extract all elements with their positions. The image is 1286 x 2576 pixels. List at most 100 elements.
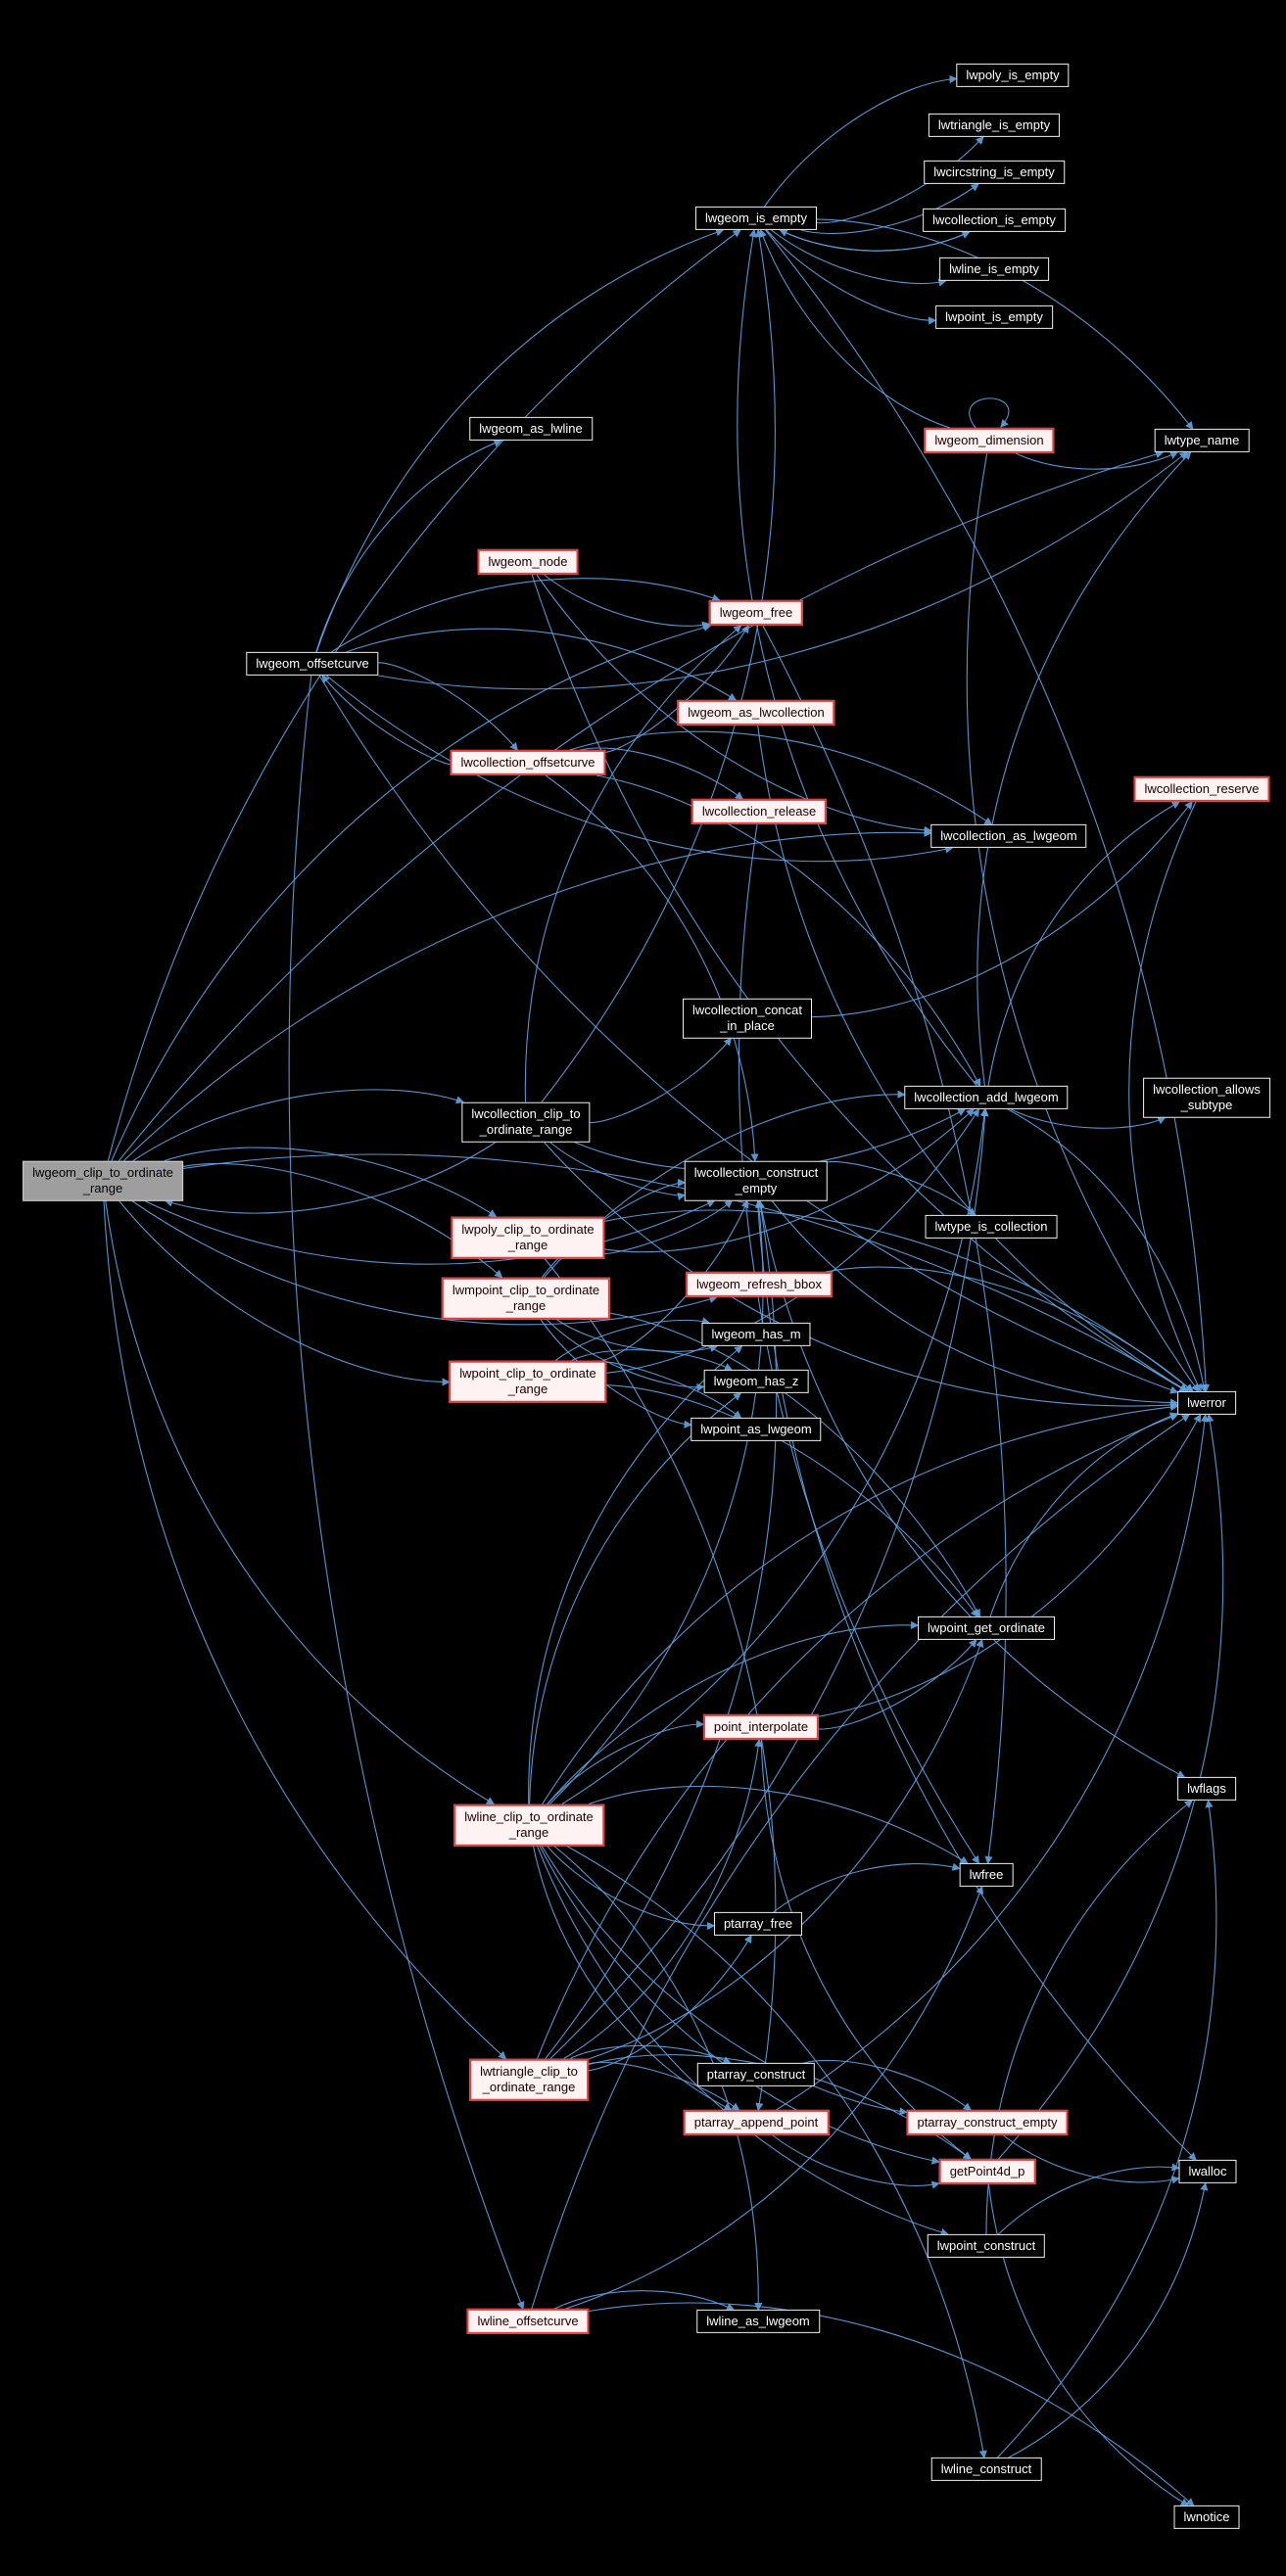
node-ptarray-append-point[interactable]: ptarray_append_point	[683, 2109, 830, 2136]
edge	[531, 574, 1188, 1392]
node-lwgeom-offsetcurve[interactable]: lwgeom_offsetcurve	[246, 651, 379, 677]
edge	[772, 2134, 940, 2189]
edge	[602, 1199, 749, 1362]
node-lwgeom-clip-to-ordinate-range[interactable]: lwgeom_clip_to_ordinate _range	[23, 1160, 183, 1201]
edge	[123, 828, 932, 1161]
edge	[315, 439, 502, 653]
node-lwtype-is-collection[interactable]: lwtype_is_collection	[925, 1214, 1058, 1240]
node-ptarray-construct[interactable]: ptarray_construct	[696, 2062, 816, 2087]
node-lwerror[interactable]: lwerror	[1177, 1390, 1236, 1416]
node-point-interpolate[interactable]: point_interpolate	[702, 1713, 820, 1741]
node-lwcollection-as-lwgeom[interactable]: lwcollection_as_lwgeom	[930, 823, 1087, 849]
edge	[976, 451, 1192, 1087]
node-lwpoint-get-ordinate[interactable]: lwpoint_get_ordinate	[918, 1616, 1055, 1641]
node-lwgeom-has-z[interactable]: lwgeom_has_z	[703, 1369, 809, 1394]
edge	[119, 450, 1165, 1161]
node-lwgeom-refresh-bbox[interactable]: lwgeom_refresh_bbox	[686, 1271, 833, 1298]
node-lwline-is-empty[interactable]: lwline_is_empty	[939, 257, 1049, 282]
edge	[542, 1402, 1179, 1804]
node-lwcollection-is-empty[interactable]: lwcollection_is_empty	[923, 208, 1066, 233]
node-lwline-offsetcurve[interactable]: lwline_offsetcurve	[466, 2308, 590, 2335]
edge	[773, 1862, 961, 1913]
node-lwcollection-reserve[interactable]: lwcollection_reserve	[1133, 775, 1270, 803]
edge	[589, 2302, 1195, 2506]
node-lwpoly-clip-to-ordinate-range[interactable]: lwpoly_clip_to_ordinate _range	[451, 1216, 605, 1259]
node-lwcollection-offsetcurve[interactable]: lwcollection_offsetcurve	[450, 749, 606, 776]
node-lwgeom-has-m[interactable]: lwgeom_has_m	[701, 1322, 811, 1347]
edge	[571, 1349, 734, 1371]
edge	[764, 74, 958, 208]
node-lwalloc[interactable]: lwalloc	[1178, 2159, 1237, 2184]
node-lwline-as-lwgeom[interactable]: lwline_as_lwgeom	[696, 2309, 820, 2334]
edge	[966, 452, 1200, 1393]
node-lwfree[interactable]: lwfree	[959, 1862, 1014, 1888]
edge	[537, 1846, 949, 2236]
node-lwgeom-as-lwline[interactable]: lwgeom_as_lwline	[469, 416, 593, 442]
edge	[563, 1738, 763, 2059]
node-lwcollection-concat-in-place[interactable]: lwcollection_concat _in_place	[682, 998, 813, 1039]
node-lwcollection-clip-to-ordinate-range[interactable]: lwcollection_clip_to _ordinate_range	[461, 1101, 591, 1143]
edge	[346, 628, 738, 701]
edge	[543, 1142, 1179, 1410]
edge	[811, 801, 1193, 1018]
node-lwgeom-dimension[interactable]: lwgeom_dimension	[924, 427, 1055, 454]
node-lwpoint-as-lwgeom[interactable]: lwpoint_as_lwgeom	[691, 1417, 822, 1442]
node-lwpoint-is-empty[interactable]: lwpoint_is_empty	[935, 304, 1053, 330]
edge	[553, 1846, 763, 2312]
node-lwtype-name[interactable]: lwtype_name	[1154, 428, 1250, 453]
edge	[766, 229, 937, 325]
node-lwcollection-allows-subtype[interactable]: lwcollection_allows _subtype	[1143, 1077, 1270, 1118]
edge	[547, 1719, 705, 1804]
node-lwtriangle-is-empty[interactable]: lwtriangle_is_empty	[928, 113, 1061, 138]
node-lwpoly-is-empty[interactable]: lwpoly_is_empty	[956, 63, 1070, 88]
edge	[588, 1934, 752, 2072]
edge	[997, 2163, 1180, 2235]
edge	[759, 228, 951, 429]
node-lwnotice[interactable]: lwnotice	[1173, 2505, 1240, 2530]
edge	[315, 228, 725, 653]
node-ptarray-free[interactable]: ptarray_free	[713, 1911, 803, 1937]
node-lwgeom-free[interactable]: lwgeom_free	[708, 599, 804, 627]
node-lwtriangle-clip-to-ordinate-range[interactable]: lwtriangle_clip_to _ordinate_range	[469, 2058, 589, 2101]
node-lwpoint-clip-to-ordinate-range[interactable]: lwpoint_clip_to_ordinate _range	[449, 1360, 607, 1403]
edge	[969, 398, 1010, 429]
edge	[605, 624, 749, 753]
edge	[288, 675, 525, 2311]
node-lwgeom-as-lwcollection[interactable]: lwgeom_as_lwcollection	[677, 699, 835, 726]
edge	[825, 1266, 1194, 1392]
edge	[606, 1384, 979, 1617]
edge	[997, 1799, 1217, 2459]
edge	[321, 675, 451, 765]
edge	[131, 1200, 718, 1326]
edge	[541, 1178, 687, 1278]
node-lwcollection-construct-empty[interactable]: lwcollection_construct _empty	[684, 1160, 829, 1201]
node-lwcollection-release[interactable]: lwcollection_release	[691, 798, 828, 825]
node-lwgeom-node[interactable]: lwgeom_node	[477, 548, 579, 576]
node-lwcircstring-is-empty[interactable]: lwcircstring_is_empty	[924, 160, 1065, 185]
edge	[771, 229, 947, 287]
edge	[536, 574, 932, 835]
edge	[378, 451, 1188, 690]
node-lwpoint-construct[interactable]: lwpoint_construct	[927, 2233, 1046, 2259]
edge	[1008, 2181, 1209, 2459]
edge	[604, 1209, 1194, 1392]
edge	[759, 1200, 1186, 1778]
node-lwline-construct[interactable]: lwline_construct	[930, 2457, 1042, 2482]
node-lwline-clip-to-ordinate-range[interactable]: lwline_clip_to_ordinate _range	[453, 1803, 604, 1847]
edge	[330, 578, 721, 653]
edge	[588, 1638, 984, 2060]
node-lwmpoint-clip-to-ordinate-range[interactable]: lwmpoint_clip_to_ordinate _range	[441, 1277, 611, 1320]
node-lwcollection-add-lwgeom[interactable]: lwcollection_add_lwgeom	[904, 1085, 1069, 1110]
edge	[549, 1142, 687, 1201]
edge	[609, 1312, 980, 1618]
node-lwflags[interactable]: lwflags	[1177, 1776, 1236, 1802]
node-getPoint4d-p[interactable]: getPoint4d_p	[938, 2158, 1036, 2185]
node-lwgeom-is-empty[interactable]: lwgeom_is_empty	[694, 206, 818, 231]
edge	[378, 662, 518, 751]
edge	[555, 1319, 719, 1352]
node-ptarray-construct-empty[interactable]: ptarray_construct_empty	[906, 2109, 1069, 2136]
edge	[182, 1153, 1189, 1392]
edge	[103, 1200, 507, 2060]
edge	[544, 1258, 777, 2112]
